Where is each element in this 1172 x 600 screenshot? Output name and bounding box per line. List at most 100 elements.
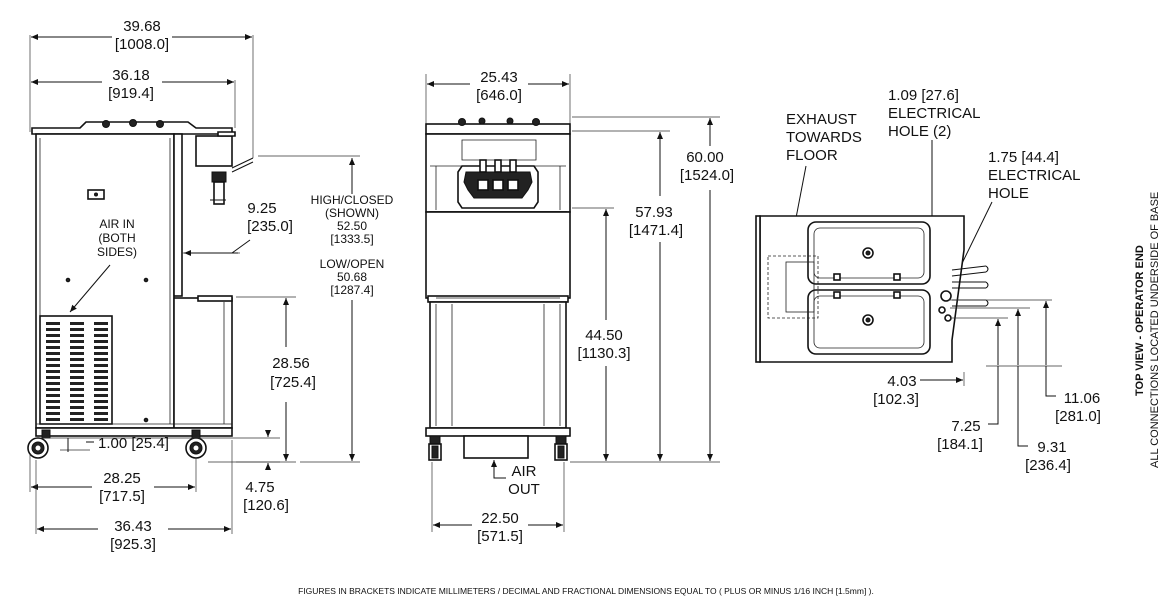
elec2-line-1: 1.09 [27.6] (888, 87, 959, 104)
front-air-out-box (463, 435, 529, 459)
base-width-mm-label: [571.5] (477, 528, 523, 545)
side-view: 39.68 [1008.0] 36.18 [919.4] AIR IN (BOT… (27, 16, 394, 553)
grille-slot (46, 334, 60, 337)
grille-slot (46, 346, 60, 349)
elec-hole-small-a (938, 306, 946, 314)
base-width-label: 22.50 (481, 510, 519, 527)
height-total-mm-label: [1524.0] (680, 167, 734, 184)
dim-2825-label: 28.25 (103, 470, 141, 487)
high-closed-line-1: HIGH/CLOSED (311, 193, 394, 207)
height-5793-label: 57.93 (635, 204, 673, 221)
exhaust-line-3: FLOOR (786, 147, 838, 164)
body-width-label: 36.18 (112, 67, 150, 84)
grille-slot (46, 370, 60, 373)
dim-2825-mm-label: [717.5] (99, 488, 145, 505)
high-closed-line-2: (SHOWN) (325, 206, 379, 220)
grille-slot (46, 388, 60, 391)
overall-width-label: 39.68 (123, 18, 161, 35)
front-view: 25.43 [646.0] (425, 69, 734, 545)
grille-slot (94, 352, 108, 355)
high-closed-line-4: [1333.5] (330, 232, 373, 246)
grille-slot (94, 346, 108, 349)
low-open-line-3: [1287.4] (330, 283, 373, 297)
air-in-line-1: AIR IN (99, 217, 134, 231)
overall-width-mm-label: [1008.0] (115, 36, 169, 53)
top-view: EXHAUST TOWARDS FLOOR 1.09 [27.6] ELECTR… (755, 87, 1161, 474)
exhaust-line-1: EXHAUST (786, 111, 857, 128)
dim-403-mm-label: [102.3] (873, 391, 919, 408)
footnote: FIGURES IN BRACKETS INDICATE MILLIMETERS… (298, 586, 874, 596)
grille-slot (46, 400, 60, 403)
front-width-label: 25.43 (480, 69, 518, 86)
side-lower-cabinet (173, 297, 233, 429)
grille-slot (94, 328, 108, 331)
side-caster-rear (185, 429, 207, 459)
grille-slot (94, 388, 108, 391)
dim-725-mm-label: [184.1] (937, 436, 983, 453)
dim-3643-mm-label: [925.3] (110, 536, 156, 553)
high-closed-line-3: 52.50 (337, 219, 367, 233)
grille-slot (70, 370, 84, 373)
height-total-label: 60.00 (686, 149, 724, 166)
grille-slot (94, 406, 108, 409)
grille-slot (46, 340, 60, 343)
grille-slot (70, 406, 84, 409)
dim-2856-label: 28.56 (272, 355, 310, 372)
low-open-line-2: 50.68 (337, 270, 367, 284)
elec-hole-small-b (944, 314, 952, 322)
grille-slot (46, 412, 60, 415)
grille-slot (94, 400, 108, 403)
grille-slot (70, 328, 84, 331)
grille-slot (70, 388, 84, 391)
front-upper-cabinet (425, 211, 571, 299)
dim-475-mm-label: [120.6] (243, 497, 289, 514)
front-caster-right (554, 435, 568, 461)
grille-slot (70, 322, 84, 325)
grille-slot (94, 322, 108, 325)
grille-slot (46, 376, 60, 379)
grille-slot (70, 358, 84, 361)
grille-slot (94, 340, 108, 343)
dim-925-label: 9.25 (247, 200, 276, 217)
grille-slot (46, 322, 60, 325)
front-caster-left (428, 435, 442, 461)
grille-slot (94, 382, 108, 385)
exhaust-line-2: TOWARDS (786, 129, 862, 146)
grille-slot (70, 340, 84, 343)
grille-slot (94, 376, 108, 379)
dim-403-label: 4.03 (887, 373, 916, 390)
grille-slot (46, 382, 60, 385)
grille-slot (70, 394, 84, 397)
air-in-arrow (69, 264, 111, 313)
elec2-line-2: ELECTRICAL (888, 105, 981, 122)
grille-slot (70, 364, 84, 367)
grille-slot (70, 334, 84, 337)
front-width-mm-label: [646.0] (476, 87, 522, 104)
low-open-line-1: LOW/OPEN (320, 257, 385, 271)
grille-slot (70, 412, 84, 415)
elec2-line-3: HOLE (2) (888, 123, 951, 140)
grille-slot (70, 400, 84, 403)
dim-1106-label: 11.06 (1064, 390, 1100, 407)
grille-slot (94, 334, 108, 337)
elec-hole-large (940, 290, 952, 302)
elec1-line-2: ELECTRICAL (988, 167, 1081, 184)
top-view-subtitle: ALL CONNECTIONS LOCATED UNDERSIDE OF BAS… (1149, 192, 1161, 468)
front-lower-cabinet (429, 301, 567, 429)
dim-3643-label: 36.43 (114, 518, 152, 535)
dim-2856-mm-label: [725.4] (270, 374, 316, 391)
height-4450-label: 44.50 (585, 327, 623, 344)
grille-slot (46, 394, 60, 397)
grille-slot (70, 376, 84, 379)
grille-slot (46, 406, 60, 409)
dim-725-label: 7.25 (951, 418, 980, 435)
grille-slot (70, 352, 84, 355)
grille-slot (94, 394, 108, 397)
dim-475-label: 4.75 (245, 479, 274, 496)
height-5793-mm-label: [1471.4] (629, 222, 683, 239)
grille-slot (94, 412, 108, 415)
air-in-line-2: (BOTH (98, 231, 135, 245)
top-exhaust-panel (767, 255, 819, 319)
dim-931-mm-label: [236.4] (1025, 457, 1071, 474)
